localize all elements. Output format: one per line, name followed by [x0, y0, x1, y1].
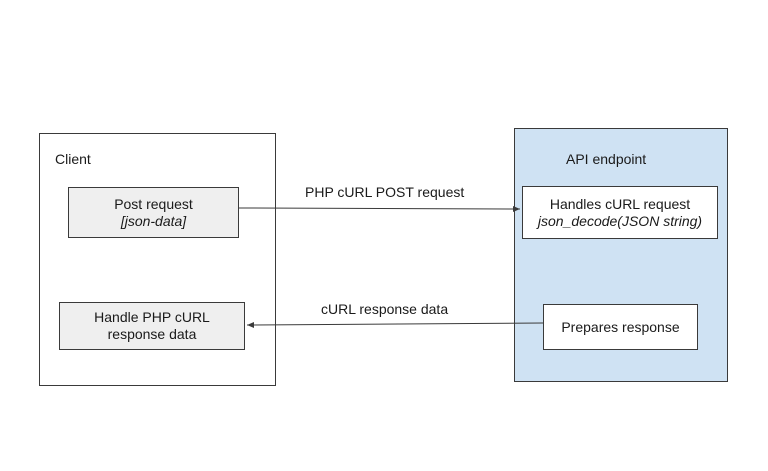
handles-request-box: Handles cURL request json_decode(JSON st…: [522, 186, 718, 239]
response-data-arrow: [246, 321, 544, 328]
post-request-label: Post request: [114, 195, 193, 212]
handle-response-line2: response data: [107, 326, 197, 342]
post-request-arrow-label: PHP cURL POST request: [305, 184, 465, 200]
handle-response-line1: Handle PHP cURL: [94, 309, 210, 325]
post-request-arrow: [238, 205, 521, 212]
response-data-arrow-label: cURL response data: [321, 301, 449, 317]
json-data-label: [json-data]: [120, 212, 187, 229]
json-decode-label: json_decode(JSON string): [537, 212, 703, 229]
prepares-response-box: Prepares response: [543, 304, 698, 350]
api-endpoint-title: API endpoint: [566, 151, 647, 167]
handles-request-label: Handles cURL request: [549, 195, 691, 212]
client-title: Client: [55, 151, 91, 167]
post-request-box: Post request [json-data]: [68, 187, 239, 238]
prepares-response-label: Prepares response: [561, 318, 680, 335]
handle-response-box: Handle PHP cURL response data: [59, 302, 245, 350]
